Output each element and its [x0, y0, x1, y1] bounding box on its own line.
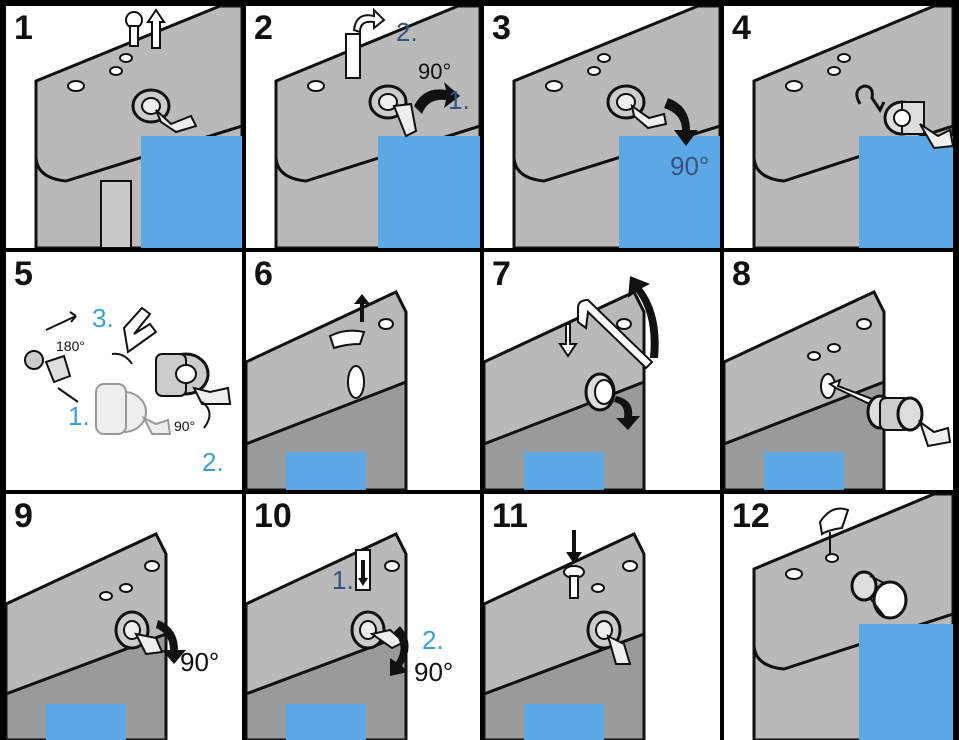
lock-cylinder-icon [350, 610, 386, 650]
angle-label: 90° [174, 418, 196, 434]
housing-illustration [484, 530, 646, 740]
knob-icon [584, 372, 616, 412]
step-number: 9 [14, 497, 33, 535]
angle-label: 90° [414, 657, 454, 687]
clip-icon [122, 306, 158, 354]
housing-illustration [246, 290, 408, 490]
knob-icon [850, 570, 908, 620]
step-label: 3. [92, 303, 114, 333]
arrow-up-icon [146, 8, 166, 49]
panel-step-9: 9 90° [6, 494, 242, 740]
step-number: 5 [14, 255, 33, 293]
lock-cylinder-icon [883, 100, 925, 136]
key-icon [919, 123, 953, 150]
housing-illustration [246, 532, 409, 740]
panel-step-6: 6 [246, 252, 480, 490]
pin-icon [345, 33, 361, 79]
curved-arrow-icon [414, 82, 460, 114]
pin-icon [818, 507, 850, 536]
step-number: 6 [254, 255, 273, 293]
arrow-up-icon [354, 294, 370, 322]
step-label: 1. [448, 85, 470, 115]
hex-key-icon [577, 298, 654, 370]
lock-cylinder-icon [866, 394, 924, 432]
key-icon [155, 109, 198, 134]
key-icon [918, 419, 952, 448]
key-icon [141, 415, 172, 435]
panel-step-7: 7 [484, 252, 720, 490]
curved-arrow-icon [156, 620, 186, 664]
curved-arrow-icon [614, 396, 640, 430]
exploded-lock-illustration [24, 306, 232, 435]
housing-illustration [752, 6, 953, 248]
curved-arrow-icon [352, 7, 386, 34]
angle-label: 180° [56, 338, 85, 354]
lock-cylinder-icon [95, 383, 147, 435]
key-icon [606, 634, 632, 665]
screw-icon [563, 565, 585, 599]
panel-step-8: 8 [724, 252, 953, 490]
key-icon [192, 386, 232, 405]
step-label: 2. [396, 17, 418, 47]
lock-cylinder-icon [155, 352, 210, 397]
housing-illustration [752, 494, 953, 740]
rotate-arrow-icon [855, 84, 886, 113]
housing-illustration [512, 6, 720, 248]
panel-step-12: 12 [724, 494, 953, 740]
housing-illustration [274, 6, 480, 248]
angle-label: 90° [418, 59, 452, 84]
step-number: 11 [492, 497, 528, 535]
step-number: 1 [14, 9, 33, 47]
step-number: 3 [492, 9, 511, 47]
step-number: 8 [732, 255, 751, 293]
angle-label: 90° [180, 647, 220, 677]
key-icon [392, 102, 418, 138]
screw-icon [125, 11, 143, 47]
panel-step-2: 2 2. 90° 1. [246, 6, 480, 248]
curved-arrow-icon [628, 276, 659, 358]
cam-icon [24, 350, 72, 384]
arrow-down-icon [566, 530, 582, 564]
key-icon [630, 103, 668, 130]
arrow-down-icon [558, 323, 578, 358]
housing-illustration [34, 6, 242, 248]
step-label: 1. [332, 565, 354, 595]
step-number: 2 [254, 9, 273, 47]
panel-step-4: 4 [724, 6, 953, 248]
curved-arrow-icon [390, 626, 409, 676]
arrow-down-icon [358, 560, 368, 586]
step-label: 2. [422, 625, 444, 655]
panel-step-3: 3 90° [484, 6, 720, 248]
panel-step-11: 11 [484, 494, 720, 740]
step-label: 1. [68, 401, 90, 431]
panel-step-1: 1 [6, 6, 242, 248]
housing-illustration [6, 532, 186, 740]
key-icon [134, 632, 164, 656]
panel-step-10: 10 1. 2. 90° [246, 494, 480, 740]
housing-illustration [724, 290, 952, 490]
step-number: 7 [492, 255, 511, 293]
step-label: 2. [202, 447, 224, 477]
step-number: 4 [732, 9, 751, 47]
panel-step-5: 5 3. 180° 1. [6, 252, 242, 490]
pin-icon [328, 329, 366, 350]
housing-illustration [484, 276, 659, 490]
angle-label: 90° [670, 151, 710, 181]
curved-arrow-icon [664, 98, 698, 146]
step-number: 12 [732, 497, 770, 535]
step-number: 10 [254, 497, 292, 535]
